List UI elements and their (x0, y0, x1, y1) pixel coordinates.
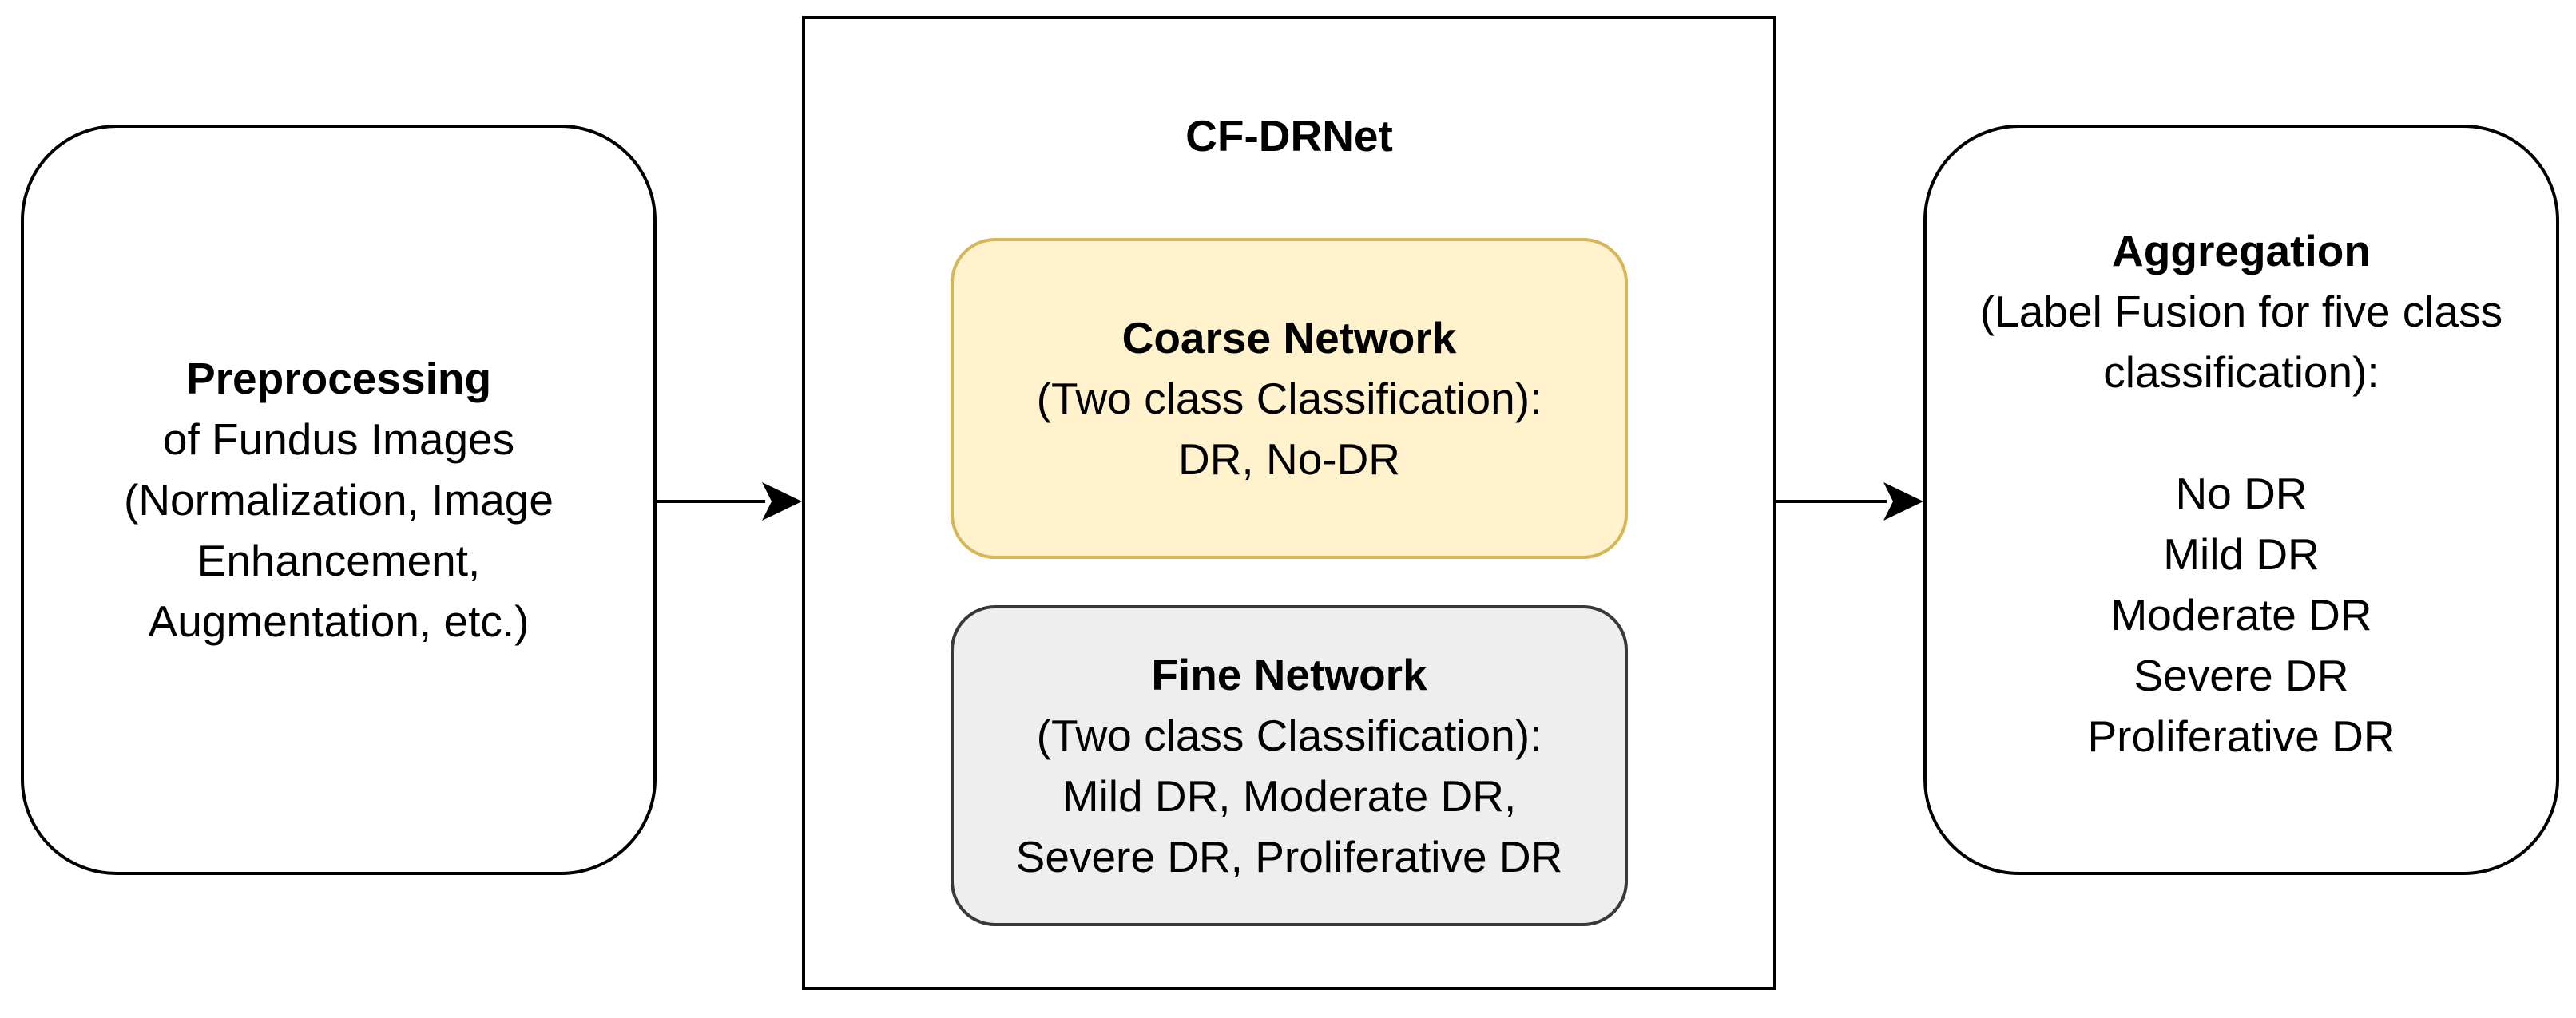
preprocessing-line: Enhancement, (196, 536, 481, 585)
preprocessing-box: Preprocessing of Fundus Images (Normaliz… (21, 125, 657, 875)
arrow-preprocessing-to-cfdrnet (657, 482, 802, 521)
fine-network-title: Fine Network (1151, 650, 1427, 699)
fine-network-line: Severe DR, Proliferative DR (1015, 832, 1563, 881)
aggregation-class-item: Proliferative DR (2087, 711, 2395, 761)
aggregation-line: (Label Fusion for five class (1979, 287, 2503, 336)
preprocessing-line: Augmentation, etc.) (148, 596, 530, 646)
coarse-network-box: Coarse Network (Two class Classification… (951, 238, 1628, 559)
arrow-cfdrnet-to-aggregation (1776, 482, 1923, 521)
aggregation-class-item: Mild DR (2163, 529, 2320, 579)
fine-network-box: Fine Network (Two class Classification):… (951, 605, 1628, 926)
fine-network-line: Mild DR, Moderate DR, (1062, 771, 1517, 821)
coarse-network-line: DR, No-DR (1177, 434, 1401, 484)
coarse-network-title: Coarse Network (1121, 313, 1457, 362)
aggregation-line: classification): (2103, 347, 2380, 397)
preprocessing-line: of Fundus Images (162, 414, 515, 464)
preprocessing-title: Preprocessing (185, 354, 492, 403)
aggregation-box: Aggregation (Label Fusion for five class… (1923, 125, 2559, 875)
coarse-network-line: (Two class Classification): (1036, 374, 1542, 423)
aggregation-class-item: No DR (2175, 469, 2308, 518)
aggregation-class-item: Severe DR (2133, 651, 2349, 700)
preprocessing-line: (Normalization, Image (124, 475, 554, 525)
fine-network-line: (Two class Classification): (1036, 711, 1542, 760)
aggregation-title: Aggregation (2112, 226, 2371, 275)
aggregation-class-item: Moderate DR (2110, 590, 2372, 640)
cf-drnet-title: CF-DRNet (1185, 111, 1393, 160)
